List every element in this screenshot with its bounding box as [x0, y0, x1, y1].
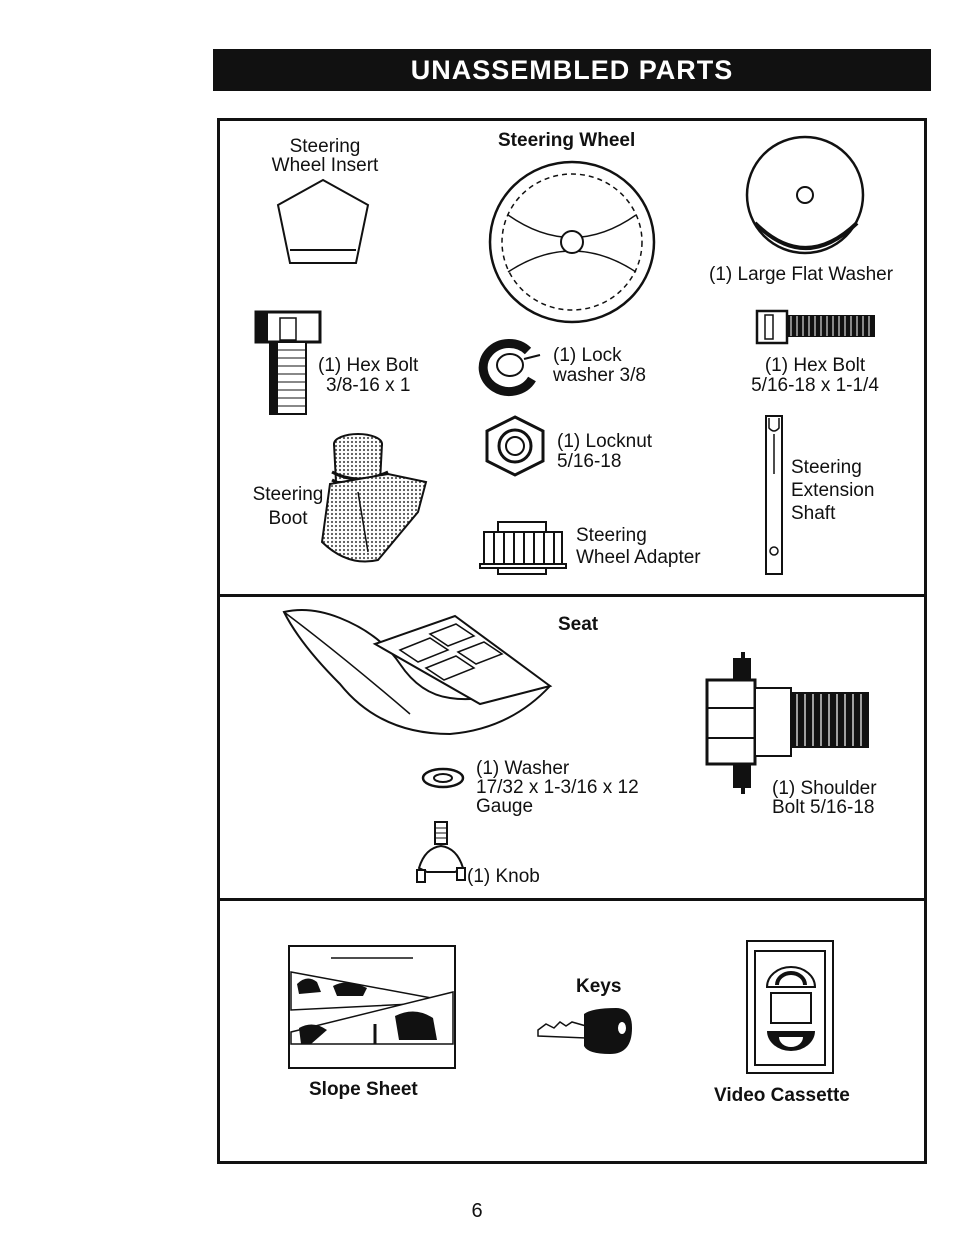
label-keys: Keys: [576, 976, 622, 997]
label-steering-wheel-insert: Steering Wheel Insert: [271, 136, 379, 176]
label-steering-wheel: Steering Wheel: [498, 130, 636, 151]
shoulder-bolt-icon: [705, 652, 869, 794]
label-washer: (1) Washer 17/32 x 1-3/16 x 12 Gauge: [476, 758, 639, 817]
label-steering-extension-shaft: Steering Extension Shaft: [791, 457, 875, 524]
video-cassette-icon: [746, 940, 834, 1074]
steering-extension-shaft-icon: [765, 415, 783, 575]
label-large-flat-washer: (1) Large Flat Washer: [709, 264, 894, 285]
label-hex-bolt-5-16: (1) Hex Bolt 5/16-18 x 1-1/4: [751, 355, 879, 396]
knob-icon: [416, 821, 466, 883]
large-flat-washer-icon: [745, 135, 865, 255]
panel-documents: [217, 898, 927, 1164]
label-steering-wheel-adapter: Steering Wheel Adapter: [576, 525, 701, 568]
locknut-icon: [485, 415, 545, 477]
label-steering-boot: Steering Boot: [252, 484, 324, 529]
label-slope-sheet: Slope Sheet: [309, 1079, 418, 1100]
seat-icon: [282, 609, 553, 736]
steering-boot-icon: [320, 433, 428, 563]
label-seat: Seat: [558, 614, 599, 635]
label-lock-washer: (1) Lock washer 3/8: [553, 345, 646, 386]
washer-icon: [421, 767, 465, 789]
hex-bolt-icon: [254, 310, 322, 415]
steering-wheel-insert-icon: [276, 178, 370, 264]
steering-wheel-icon: [488, 160, 656, 324]
section-title: UNASSEMBLED PARTS: [213, 49, 931, 91]
slope-sheet-icon: [288, 945, 456, 1069]
label-locknut: (1) Locknut 5/16-18: [557, 431, 653, 472]
lock-washer-icon: [478, 339, 541, 396]
label-knob: (1) Knob: [467, 866, 540, 887]
hex-bolt-long-icon: [755, 309, 875, 345]
label-hex-bolt-3-8: (1) Hex Bolt 3/8-16 x 1: [318, 355, 419, 396]
steering-wheel-adapter-icon: [479, 521, 567, 575]
key-icon: [537, 1008, 632, 1054]
label-video-cassette: Video Cassette: [714, 1085, 850, 1106]
label-shoulder-bolt: (1) Shoulder Bolt 5/16-18: [772, 778, 877, 818]
page-number: 6: [471, 1200, 483, 1222]
